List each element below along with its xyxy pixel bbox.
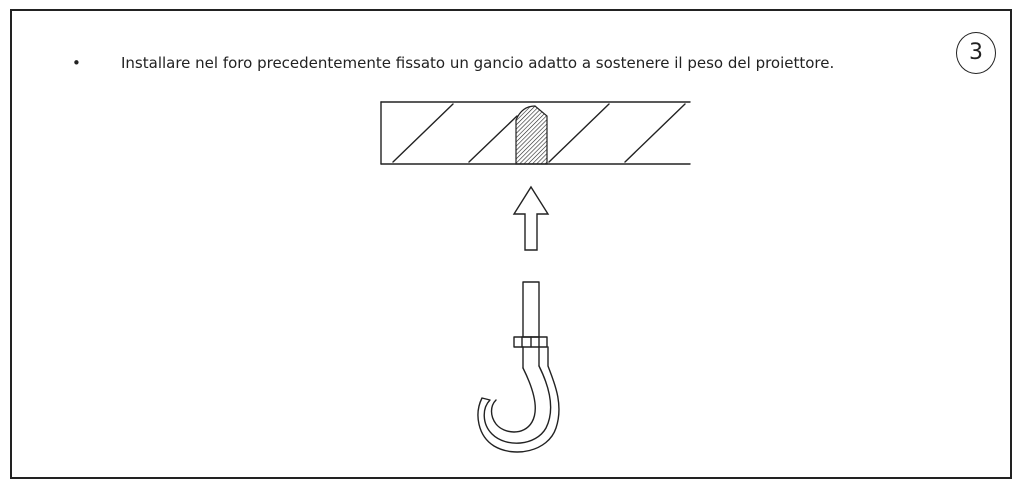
instruction-text: Installare nel foro precedentemente fiss… [121,54,835,72]
ceiling-hook-icon [477,281,560,453]
installation-illustration [380,101,691,453]
step-number-badge: 3 [956,32,996,74]
anchor-hole [515,105,548,165]
bullet-marker: • [72,54,81,72]
arrow-up-icon [512,185,550,251]
